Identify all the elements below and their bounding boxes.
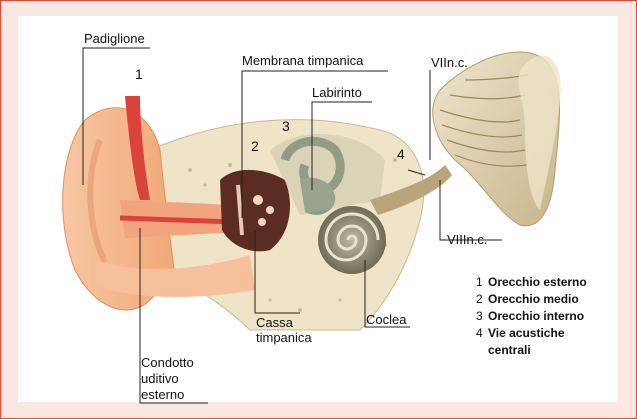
legend-item-4-cont: centrali xyxy=(476,342,587,359)
legend-number xyxy=(476,342,488,359)
label-labirinto: Labirinto xyxy=(312,85,362,100)
legend-text: Orecchio interno xyxy=(488,308,584,325)
region-number-2: 2 xyxy=(251,138,259,154)
label-cassa-timpanica-1: Cassa xyxy=(256,315,293,330)
cochlea xyxy=(318,206,386,274)
legend-text: Orecchio medio xyxy=(488,291,579,308)
legend-text: centrali xyxy=(488,342,531,359)
label-cassa-timpanica-2: timpanica xyxy=(256,330,312,345)
label-condotto-2: uditivo xyxy=(141,371,179,386)
label-viii-nc: VIIIn.c. xyxy=(447,232,487,247)
region-number-1: 1 xyxy=(135,66,143,82)
region-number-4: 4 xyxy=(397,146,405,162)
legend-text: Vie acustiche xyxy=(488,325,565,342)
region-number-3: 3 xyxy=(282,118,290,134)
label-membrana-timpanica: Membrana timpanica xyxy=(242,53,363,68)
label-padiglione: Padiglione xyxy=(84,31,145,46)
legend-number: 3 xyxy=(476,308,488,325)
legend-number: 1 xyxy=(476,274,488,291)
legend-number: 4 xyxy=(476,325,488,342)
legend-text: Orecchio esterno xyxy=(488,274,587,291)
label-condotto-1: Condotto xyxy=(141,355,194,370)
label-vii-nc: VIIn.c. xyxy=(431,55,468,70)
label-coclea: Coclea xyxy=(366,312,406,327)
label-condotto-3: esterno xyxy=(141,387,184,402)
legend-number: 2 xyxy=(476,291,488,308)
